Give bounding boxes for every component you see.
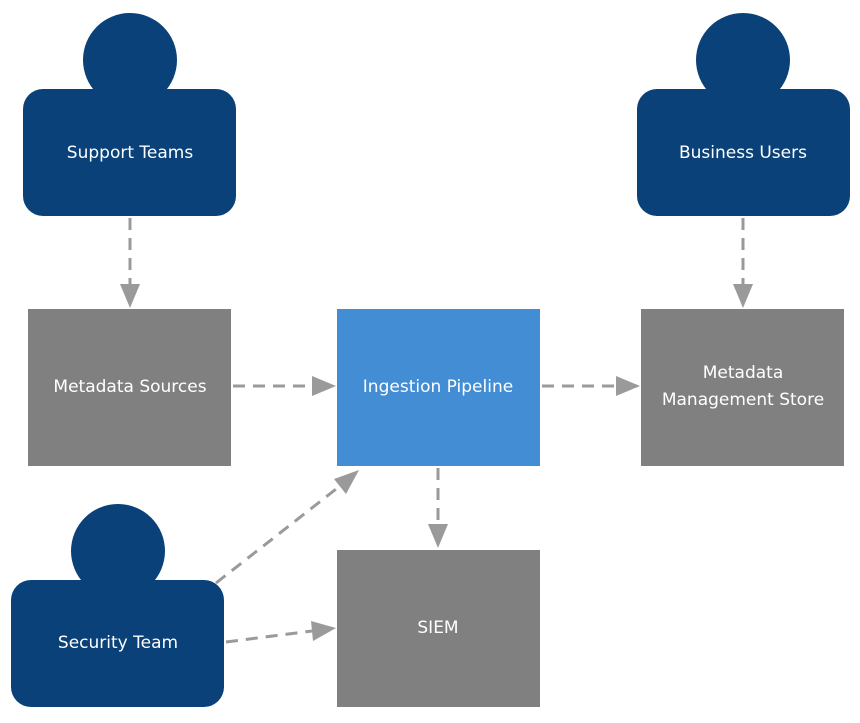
focus-system-box xyxy=(337,309,540,466)
person-head-icon xyxy=(71,504,165,598)
metadata-store-label-line-1: Metadata xyxy=(703,363,784,383)
person-head-icon xyxy=(696,13,790,107)
person-body xyxy=(11,580,224,707)
arrowhead-icon xyxy=(334,470,359,494)
edge-support-teams-to-metadata-sources xyxy=(120,218,140,308)
edge-metadata-sources-to-ingestion-pipeline xyxy=(233,376,336,396)
arrowhead-icon xyxy=(733,284,753,308)
business-users-label: Business Users xyxy=(679,143,807,163)
system-box xyxy=(337,550,540,707)
person-head-icon xyxy=(83,13,177,107)
system-ingestion-pipeline: Ingestion Pipeline xyxy=(337,309,540,466)
person-body xyxy=(637,89,850,216)
ingestion-pipeline-label: Ingestion Pipeline xyxy=(363,377,513,397)
system-box xyxy=(28,309,231,466)
arrowhead-icon xyxy=(312,376,336,396)
system-metadata-store: Metadata Management Store xyxy=(641,309,844,466)
system-metadata-sources: Metadata Sources xyxy=(28,309,231,466)
person-body xyxy=(23,89,236,216)
arrowhead-icon xyxy=(120,284,140,308)
system-siem: SIEM xyxy=(337,550,540,707)
arrowhead-icon xyxy=(428,524,448,548)
siem-label: SIEM xyxy=(417,618,458,638)
system-box xyxy=(641,309,844,466)
edge-business-users-to-metadata-store xyxy=(733,218,753,308)
person-business-users: Business Users xyxy=(637,13,850,216)
person-support-teams: Support Teams xyxy=(23,13,236,216)
edge-ingestion-pipeline-to-siem xyxy=(428,468,448,548)
metadata-store-label-line-2: Management Store xyxy=(662,390,824,410)
arrowhead-icon xyxy=(616,376,640,396)
metadata-sources-label: Metadata Sources xyxy=(53,377,206,397)
security-team-label: Security Team xyxy=(58,633,178,653)
edge-ingestion-pipeline-to-metadata-store xyxy=(542,376,640,396)
edge-security-team-to-ingestion-pipeline xyxy=(215,470,359,585)
person-security-team: Security Team xyxy=(11,504,224,707)
support-teams-label: Support Teams xyxy=(67,143,194,163)
arrowhead-icon xyxy=(311,621,336,641)
edge-security-team-to-siem xyxy=(225,621,336,644)
